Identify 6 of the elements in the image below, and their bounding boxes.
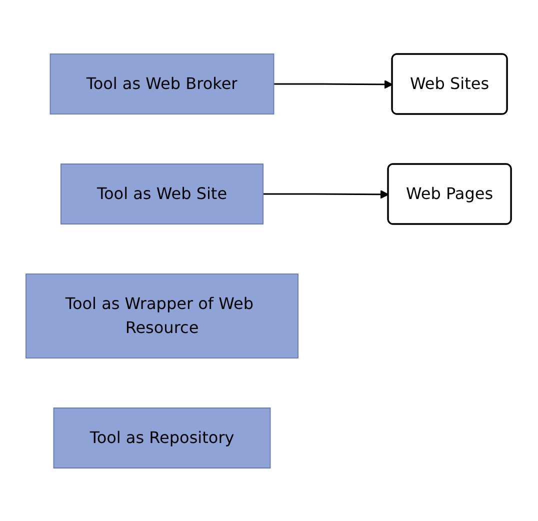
node-box: Tool as Repository	[54, 407, 272, 468]
arrow	[264, 190, 390, 198]
node-box: Tool as Wrapper of Web Resource	[26, 273, 299, 358]
arrow	[274, 80, 394, 88]
node-box: Tool as Web Broker	[50, 53, 275, 114]
node-box: Tool as Web Site	[60, 163, 264, 224]
